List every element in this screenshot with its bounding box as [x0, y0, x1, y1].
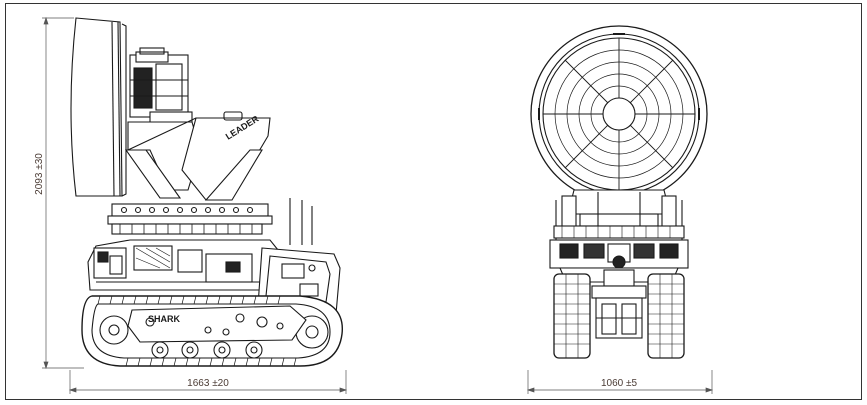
height-dimension: [42, 16, 84, 370]
side-track: SHARK: [81, 295, 343, 367]
side-fan-housing: [70, 17, 127, 197]
width-dimension: [526, 370, 714, 394]
side-turntable-plate: [107, 203, 273, 235]
side-plate-holes: [145, 313, 284, 336]
front-left-track: [553, 273, 591, 359]
length-dimension: [68, 370, 348, 394]
turntable-bolts: [120, 206, 254, 214]
front-chassis: [549, 225, 689, 287]
fan-spokes: [543, 38, 695, 190]
front-view: [530, 25, 708, 359]
side-lifting-arm: LEADER: [124, 111, 271, 201]
front-right-track: [647, 273, 685, 359]
front-fan-grille: [530, 25, 708, 203]
front-lower-body: [591, 285, 647, 339]
side-view: LEADER: [70, 17, 343, 367]
length-dimension-label: 1663 ±20: [187, 378, 229, 389]
track-wheels: [99, 315, 329, 359]
side-chassis-body: [87, 239, 279, 291]
side-antennas: [289, 198, 313, 245]
body-brand-label: SHARK: [148, 314, 181, 324]
height-dimension-label: 2093 ±30: [34, 153, 45, 195]
width-dimension-label: 1060 ±5: [601, 378, 638, 389]
front-mount: [561, 189, 677, 231]
track-treads: [97, 295, 297, 367]
